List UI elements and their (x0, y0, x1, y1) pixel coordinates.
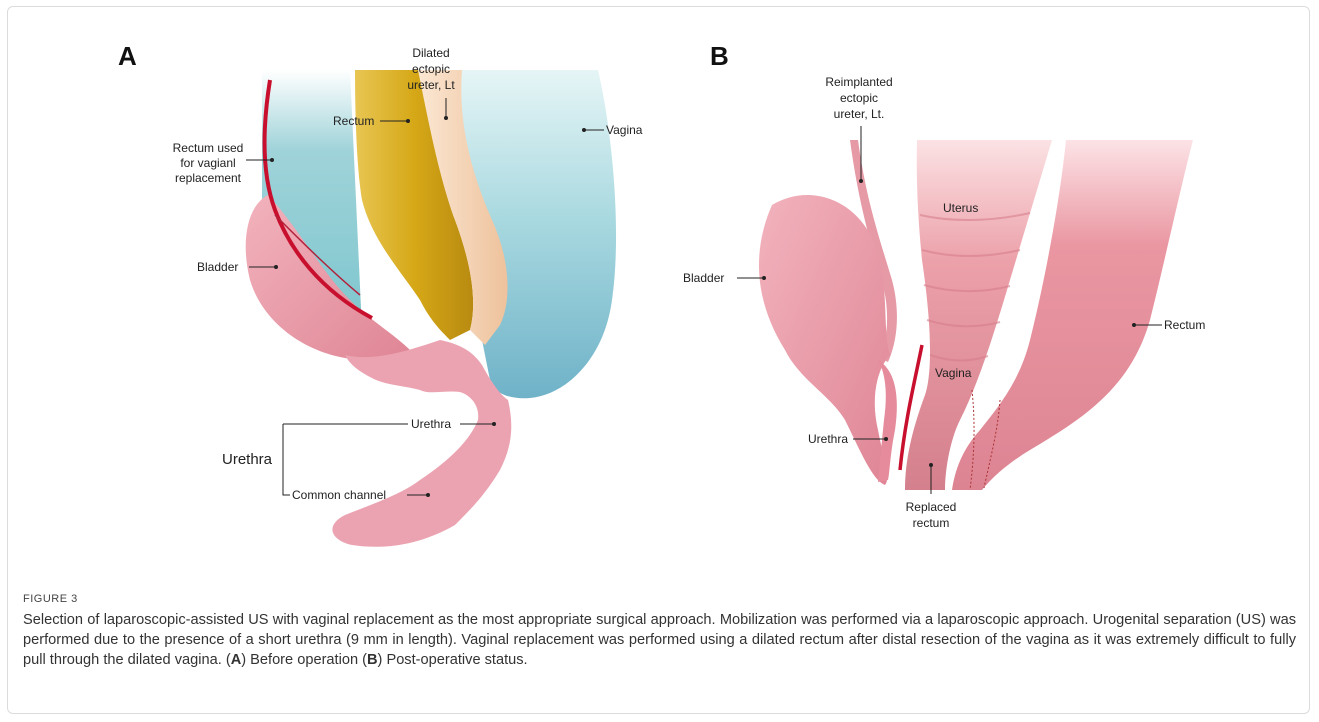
urethra-b-shape (878, 360, 897, 482)
label-bladder-a: Bladder (197, 260, 238, 274)
label-dilated-ureter-3: ureter, Lt (407, 78, 455, 92)
label-vagina-b: Vagina (935, 366, 972, 380)
caption-ref-a: A (231, 652, 242, 668)
caption-text-2: ) Before operation ( (241, 652, 367, 668)
label-reimplanted-1: Reimplanted (825, 75, 892, 89)
figure-caption-heading: FIGURE 3 (23, 593, 78, 605)
caption-text-1: Selection of laparoscopic-assisted US wi… (23, 612, 1296, 668)
label-rectum-b: Rectum (1164, 318, 1205, 332)
urogenital-sinus-shape (332, 340, 511, 547)
label-rectum-used-3: replacement (175, 171, 242, 185)
label-replaced-2: rectum (913, 516, 950, 530)
panel-a-letter: A (118, 41, 137, 72)
label-replaced-1: Replaced (906, 500, 957, 514)
label-reimplanted-3: ureter, Lt. (834, 107, 885, 121)
label-dilated-ureter-2: ectopic (412, 62, 450, 76)
label-rectum-used-2: for vagianl (180, 156, 235, 170)
label-dilated-ureter-1: Dilated (412, 46, 449, 60)
label-rectum-a: Rectum (333, 114, 374, 128)
label-urethra-group: Urethra (222, 451, 273, 468)
label-reimplanted-2: ectopic (840, 91, 878, 105)
figure-caption: Selection of laparoscopic-assisted US wi… (23, 610, 1296, 670)
label-common-channel: Common channel (292, 488, 386, 502)
panel-a-illustration: Dilated ectopic ureter, Lt Rectum Vagina… (173, 46, 643, 547)
panel-b-letter: B (710, 41, 729, 72)
panel-a-label-box (107, 28, 167, 80)
label-vagina-a: Vagina (606, 123, 643, 137)
label-bladder-b: Bladder (683, 271, 724, 285)
label-urethra-inner: Urethra (411, 417, 451, 431)
label-rectum-used-1: Rectum used (173, 141, 244, 155)
label-uterus: Uterus (943, 201, 978, 215)
panel-b-illustration: Reimplanted ectopic ureter, Lt. Uterus B… (683, 75, 1205, 530)
caption-ref-b: B (367, 652, 378, 668)
anatomy-figure: Dilated ectopic ureter, Lt Rectum Vagina… (0, 0, 1319, 590)
label-urethra-b: Urethra (808, 432, 848, 446)
caption-text-3: ) Post-operative status. (378, 652, 528, 668)
